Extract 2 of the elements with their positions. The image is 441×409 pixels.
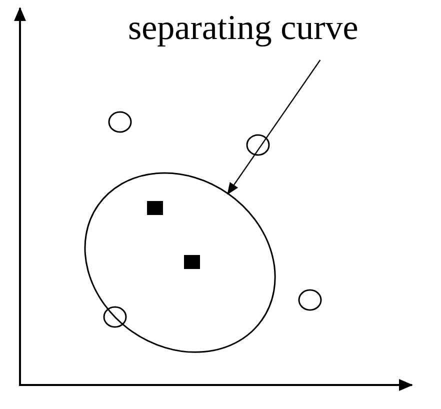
callout-label: separating curve [128, 8, 358, 47]
leader-arrow [227, 60, 321, 195]
